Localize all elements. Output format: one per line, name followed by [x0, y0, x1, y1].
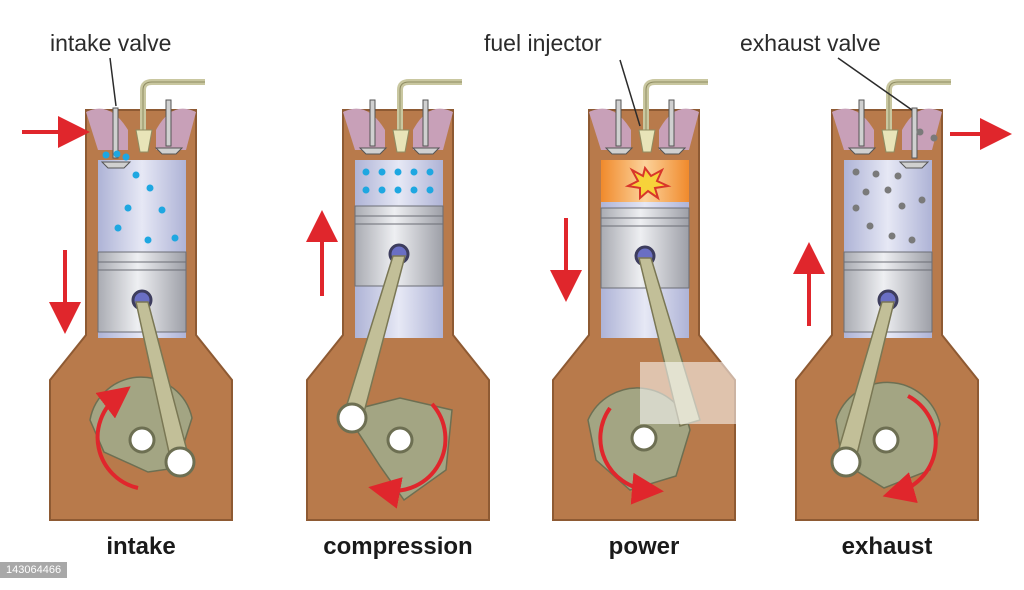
fuel-injector — [135, 79, 205, 153]
exhaust-valve-leader — [837, 57, 913, 111]
stage-label-power: power — [608, 533, 680, 560]
exhaust-valve — [657, 99, 687, 155]
intake-valve-leader — [109, 57, 117, 107]
ignition-burst-icon — [624, 165, 672, 201]
intake-valve-label: intake valve — [50, 30, 172, 56]
engine-intake — [49, 79, 233, 521]
crank-pin — [630, 424, 658, 452]
engine-exhaust — [795, 79, 979, 521]
crank-pin — [128, 426, 156, 454]
fuel-injector-label: fuel injector — [484, 30, 602, 56]
stage-label-exhaust: exhaust — [841, 533, 933, 560]
rotation-arrow — [882, 394, 938, 503]
fuel-injector-leader — [619, 59, 641, 127]
compressed-air-particles — [362, 168, 434, 194]
exhaust-gas-particles — [852, 128, 938, 244]
exhaust-valve — [411, 99, 441, 155]
engine-compression — [306, 79, 490, 521]
stage-label-compression: compression — [323, 533, 473, 560]
intake-valve — [100, 107, 132, 169]
fuel-injector — [392, 79, 462, 153]
stage-label-intake: intake — [106, 533, 176, 560]
engine-power — [552, 79, 736, 521]
exhaust-valve — [154, 99, 184, 155]
exhaust-valve-label: exhaust valve — [740, 30, 881, 56]
fuel-injector — [881, 79, 951, 153]
rotation-arrow — [95, 386, 139, 490]
crank-journal — [164, 446, 196, 478]
crank-journal — [336, 402, 368, 434]
rotation-arrow — [368, 402, 448, 509]
crank-pin — [386, 426, 414, 454]
exhaust-valve — [898, 107, 930, 169]
rotation-arrow — [598, 406, 664, 505]
air-particles — [102, 150, 179, 244]
intake-valve — [358, 99, 388, 155]
crank-pin — [872, 426, 900, 454]
intake-valve — [604, 99, 634, 155]
crank-journal — [830, 446, 862, 478]
fuel-injector — [638, 79, 708, 153]
stock-image-id: 143064466 — [0, 562, 68, 578]
intake-valve — [847, 99, 877, 155]
